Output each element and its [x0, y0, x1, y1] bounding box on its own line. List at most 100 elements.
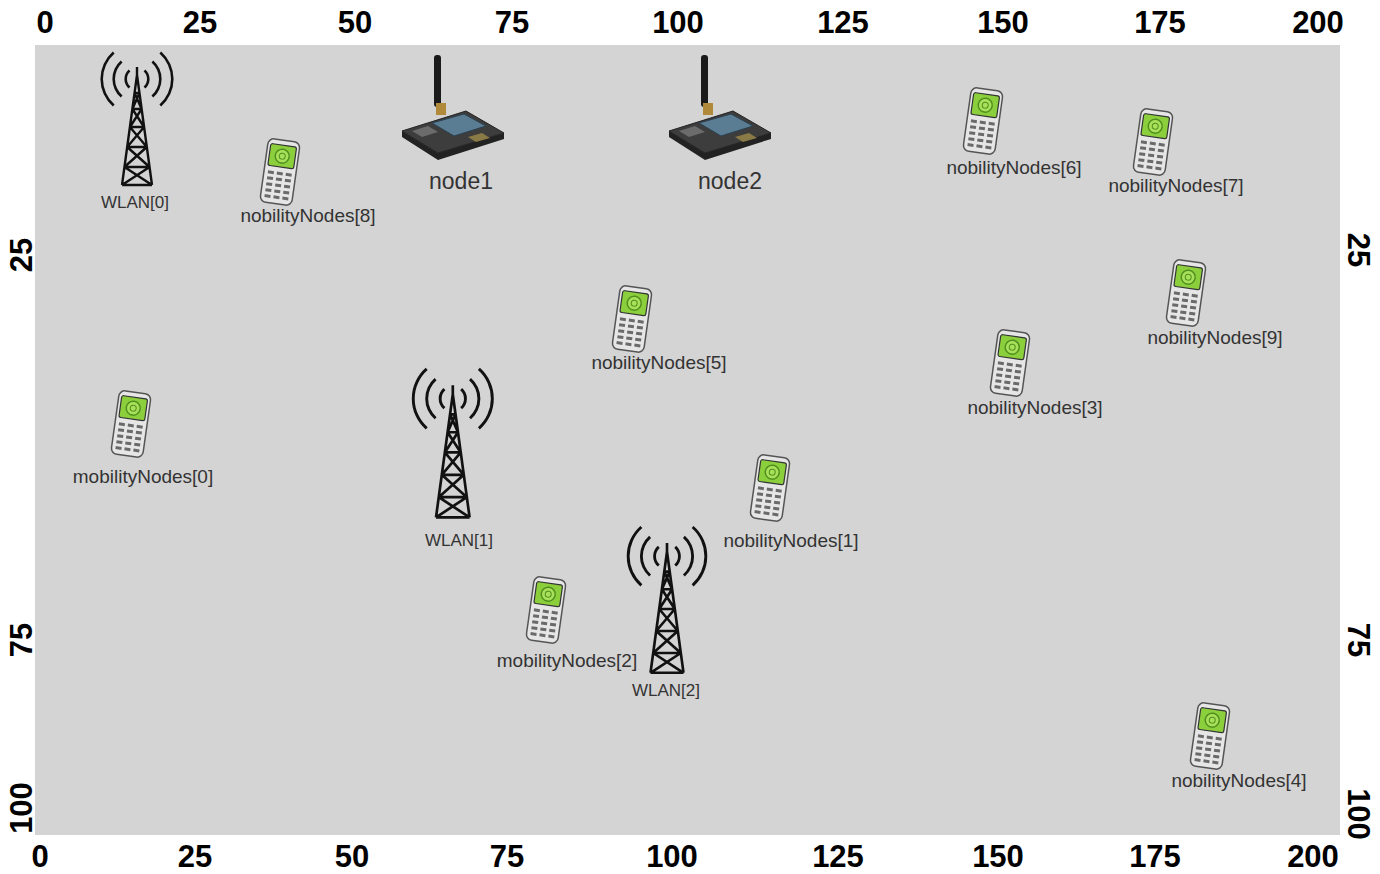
- chip: [432, 114, 486, 136]
- node-label: mobilityNodes[2]: [497, 650, 637, 672]
- axis-number: 175: [1134, 7, 1186, 38]
- phone-icon: [1161, 258, 1211, 328]
- axis-number: 125: [812, 841, 864, 872]
- network-node: nobilityNodes[6]: [946, 157, 1081, 179]
- axis-number: 100: [6, 782, 37, 834]
- phone-icon: [985, 328, 1035, 398]
- axis-number: 75: [495, 7, 529, 38]
- antenna-tower: [122, 67, 152, 185]
- radio-wave: [640, 535, 651, 576]
- circuit-board: [669, 111, 771, 153]
- network-node: mobilityNodes[2]: [497, 650, 637, 672]
- circuit-board: [402, 111, 504, 153]
- node-label: nobilityNodes[6]: [946, 157, 1081, 179]
- network-node: nobilityNodes[9]: [1147, 327, 1282, 349]
- radio-wave: [124, 70, 130, 89]
- axis-number: 25: [178, 841, 212, 872]
- axis-number: 150: [977, 7, 1029, 38]
- network-node: nobilityNodes[7]: [1108, 175, 1243, 197]
- axis-number: 75: [6, 623, 37, 657]
- phone-icon: [1166, 259, 1207, 327]
- phone-icon: [1128, 107, 1178, 177]
- phone-icon: [963, 87, 1004, 155]
- network-node: node2: [698, 168, 762, 194]
- axis-number: 25: [1343, 233, 1374, 267]
- node-label: node2: [698, 168, 762, 194]
- phone-icon: [745, 453, 795, 523]
- network-node: WLAN[0]: [101, 193, 169, 213]
- network-node: nobilityNodes[4]: [1171, 770, 1306, 792]
- network-node: mobilityNodes[0]: [73, 466, 213, 488]
- radio-wave: [627, 525, 643, 585]
- radio-wave: [112, 61, 122, 98]
- radio-wave: [469, 378, 480, 419]
- node-label: WLAN[0]: [101, 193, 169, 213]
- axis-number: 100: [1343, 788, 1374, 840]
- phone-icon: [607, 284, 657, 354]
- axis-number: 25: [183, 7, 217, 38]
- node-label: WLAN[1]: [425, 531, 493, 551]
- phone-icon: [958, 86, 1008, 156]
- chip: [699, 114, 753, 136]
- axis-number: 150: [972, 841, 1024, 872]
- radio-wave: [152, 61, 162, 98]
- axis-number: 125: [817, 7, 869, 38]
- network-node: nobilityNodes[5]: [591, 352, 726, 374]
- axis-number: 50: [335, 841, 369, 872]
- tower-icon: [97, 57, 177, 187]
- playground-area: [35, 45, 1340, 835]
- phone-icon: [255, 137, 305, 207]
- radio-wave: [683, 535, 694, 576]
- network-node: nobilityNodes[8]: [240, 205, 375, 227]
- phone-icon: [526, 576, 567, 644]
- axis-number: 0: [36, 7, 53, 38]
- network-node: node1: [429, 168, 493, 194]
- node-label: nobilityNodes[1]: [723, 530, 858, 552]
- node-label: nobilityNodes[9]: [1147, 327, 1282, 349]
- node-label: nobilityNodes[8]: [240, 205, 375, 227]
- network-node: nobilityNodes[1]: [723, 530, 858, 552]
- radio-wave: [412, 368, 428, 430]
- axis-number: 100: [652, 7, 704, 38]
- phone-icon: [111, 390, 152, 458]
- axis-number: 175: [1129, 841, 1181, 872]
- node-label: nobilityNodes[5]: [591, 352, 726, 374]
- antenna: [434, 55, 441, 107]
- radio-wave: [144, 70, 150, 89]
- phone-icon: [750, 454, 791, 522]
- radio-wave: [478, 368, 494, 430]
- network-node: nobilityNodes[3]: [967, 397, 1102, 419]
- node-label: nobilityNodes[7]: [1108, 175, 1243, 197]
- network-node: WLAN[2]: [632, 681, 700, 701]
- node-label: WLAN[2]: [632, 681, 700, 701]
- radio-wave: [460, 388, 467, 409]
- antenna-tower: [436, 385, 470, 517]
- tower-icon: [623, 532, 711, 675]
- radio-wave: [439, 388, 446, 409]
- radio-wave: [674, 545, 681, 566]
- node-label: nobilityNodes[3]: [967, 397, 1102, 419]
- phone-icon: [260, 138, 301, 206]
- axis-number: 200: [1292, 7, 1344, 38]
- network-node: WLAN[1]: [425, 531, 493, 551]
- node-label: mobilityNodes[0]: [73, 466, 213, 488]
- radio-wave: [692, 525, 708, 585]
- node-label: nobilityNodes[4]: [1171, 770, 1306, 792]
- radio-wave: [159, 52, 173, 107]
- board-icon: [665, 53, 775, 163]
- axis-number: 200: [1287, 841, 1339, 872]
- board-icon: [398, 53, 508, 163]
- axis-number: 25: [6, 238, 37, 272]
- phone-icon: [1190, 702, 1231, 770]
- axis-number: 50: [338, 7, 372, 38]
- antenna-tower: [651, 543, 684, 673]
- axis-number: 75: [490, 841, 524, 872]
- axis-number: 75: [1343, 623, 1374, 657]
- phone-icon: [1133, 108, 1174, 176]
- antenna: [701, 55, 708, 107]
- axis-number: 0: [31, 841, 48, 872]
- phone-icon: [106, 389, 156, 459]
- node-label: node1: [429, 168, 493, 194]
- axis-number: 100: [646, 841, 698, 872]
